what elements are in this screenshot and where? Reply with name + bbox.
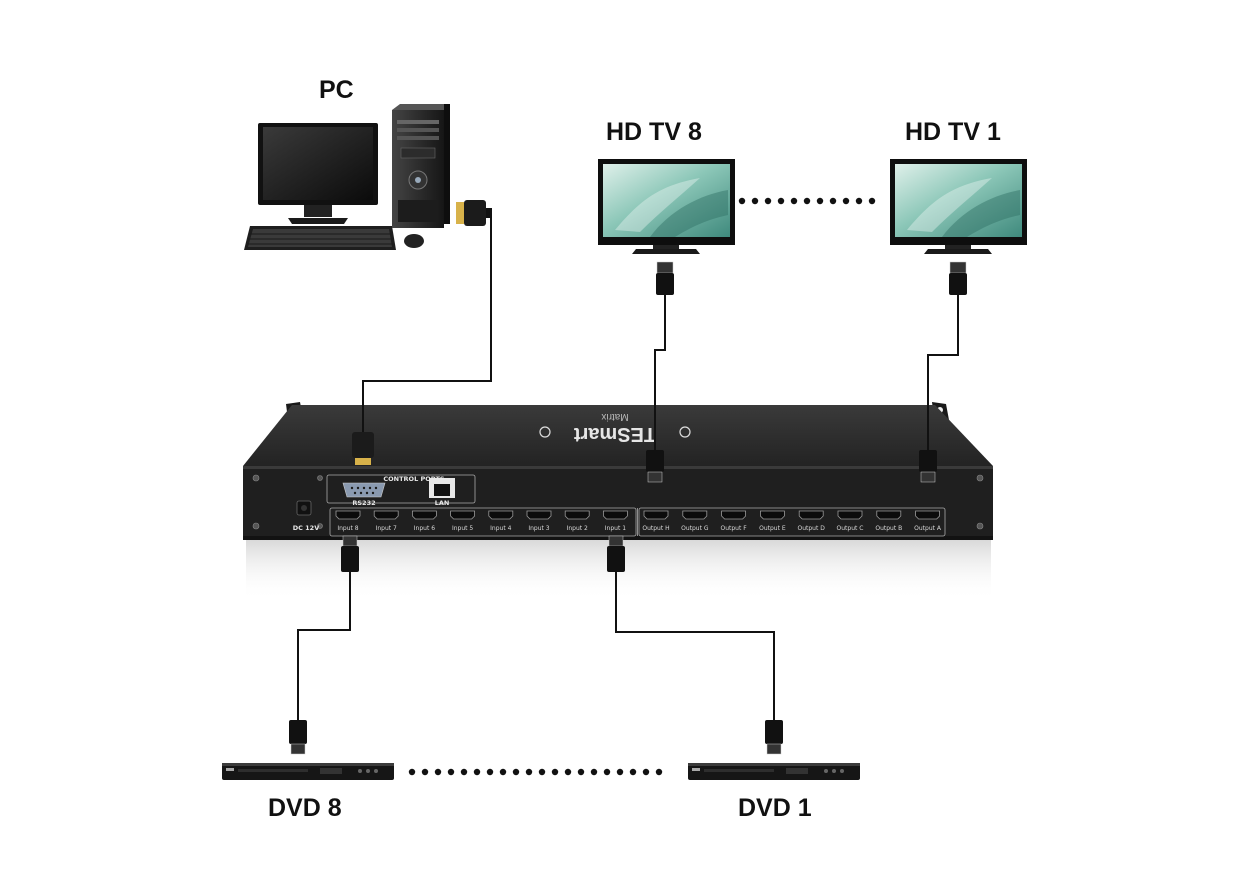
hdmi-plug-tv8-device-icon [646, 450, 664, 483]
hdmi-plug-input8-icon [341, 535, 359, 572]
tv-8-label: HD TV 8 [606, 118, 702, 146]
output-0-label: Output H [642, 525, 669, 532]
dvd-ellipsis-dots [408, 768, 663, 776]
dvd-1-player-icon [688, 763, 860, 780]
input-5-label: Input 5 [452, 525, 473, 532]
input-7-label: Input 7 [376, 525, 397, 532]
hdmi-matrix-device [243, 402, 993, 540]
output-1-label: Output G [681, 525, 709, 532]
input-1-hdmi-port [603, 510, 628, 520]
hdmi-plug-tv1-device-icon [919, 450, 937, 483]
dvd-1-label: DVD 1 [738, 794, 812, 822]
input-2-hdmi-port [564, 510, 590, 520]
pc-tower-icon [392, 104, 450, 228]
power-label: DC 12V [293, 524, 320, 532]
output-4-label: Output D [798, 525, 826, 532]
output-1-hdmi-port [682, 510, 708, 520]
keyboard-icon [244, 226, 396, 250]
input-6-hdmi-port [412, 510, 437, 520]
hdmi-plug-input1-icon [607, 535, 625, 572]
input-8-hdmi-port [335, 510, 361, 520]
input-8-label: Input 8 [337, 525, 358, 532]
vga-plug-pc-icon [456, 200, 492, 226]
output-5-hdmi-port [837, 510, 863, 520]
pc-monitor-icon [258, 123, 378, 224]
cable-dvd1 [615, 572, 775, 720]
input-2-label: Input 2 [567, 525, 588, 532]
tv-1-label: HD TV 1 [905, 118, 1001, 146]
hdmi-plug-dvd8-icon [289, 720, 307, 755]
cable-tv8 [654, 294, 666, 450]
vga-plug-device-icon [352, 432, 374, 465]
cable-dvd8 [297, 572, 351, 720]
input-4-hdmi-port [488, 510, 514, 520]
brand-logo: TESmart Matrix [539, 411, 691, 445]
lan-label: LAN [435, 499, 450, 507]
hdmi-plug-dvd1-icon [765, 720, 783, 755]
dvd-8-player-icon [222, 763, 394, 780]
input-3-hdmi-port [526, 510, 552, 520]
rs232-label: RS232 [352, 499, 375, 507]
hdmi-plug-tv1-top-icon [949, 261, 967, 295]
control-ports-label: CONTROL PORTS [383, 475, 445, 483]
dvd-8-label: DVD 8 [268, 794, 342, 822]
output-3-label: Output E [759, 525, 786, 532]
brand-model: Matrix [601, 411, 628, 422]
input-5-hdmi-port [450, 510, 475, 520]
output-6-hdmi-port [876, 510, 902, 520]
output-4-hdmi-port [798, 510, 824, 520]
cable-pc-vga [362, 213, 492, 432]
output-2-label: Output F [720, 525, 747, 532]
output-2-hdmi-port [721, 510, 746, 520]
hdmi-plug-tv8-top-icon [656, 261, 674, 295]
pc-label: PC [319, 76, 354, 104]
input-6-label: Input 6 [414, 525, 435, 532]
output-7-label: Output A [914, 525, 942, 532]
output-5-label: Output C [837, 525, 864, 532]
tv-8-icon [598, 159, 735, 254]
mouse-icon [404, 234, 424, 248]
tv-1-icon [890, 159, 1027, 254]
output-6-label: Output B [875, 525, 902, 532]
tv-ellipsis-dots [738, 197, 876, 205]
output-0-hdmi-port [643, 510, 669, 520]
input-7-hdmi-port [373, 510, 399, 520]
input-1-label: Input 1 [605, 525, 626, 532]
cable-tv1 [927, 294, 959, 450]
input-3-label: Input 3 [528, 525, 549, 532]
output-7-hdmi-port [915, 510, 940, 520]
input-4-label: Input 4 [490, 525, 511, 532]
brand-name: TESmart [574, 423, 657, 445]
cables [297, 213, 959, 720]
output-3-hdmi-port [760, 510, 785, 520]
